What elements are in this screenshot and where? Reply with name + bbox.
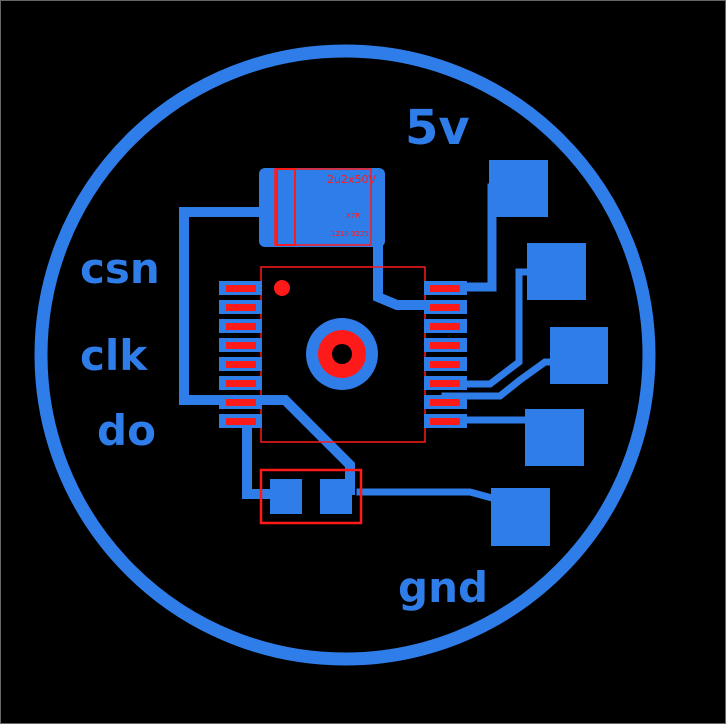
capacitor-body: [259, 168, 385, 247]
ic-chip: [219, 266, 467, 443]
ic-left-pins: [219, 281, 262, 428]
pin-left-8-pad: [226, 418, 256, 425]
label-do: do: [97, 406, 156, 455]
capacitor-value-text: 2u2x50V: [327, 173, 376, 186]
pad-csn: [527, 243, 586, 300]
resistor: [259, 468, 363, 525]
capacitor-dielectric-text: X7R: [346, 212, 360, 220]
label-gnd: gnd: [398, 563, 488, 612]
capacitor: 2u2x50V X7R 1210 0225: [259, 168, 385, 247]
capacitor-package-text: 1210 0225: [331, 230, 369, 238]
pin-left-2-pad: [226, 304, 256, 311]
label-csn: csn: [80, 244, 160, 293]
pin-right-4-pad: [430, 342, 460, 349]
pin-right-2-pad: [430, 304, 460, 311]
pad-do: [525, 409, 584, 466]
outer-ring-trace: [34, 44, 656, 666]
header-pads: [489, 160, 608, 546]
trace-cap-to-right: [373, 239, 450, 310]
ic-outline: [260, 266, 426, 443]
pin-left-6-pad: [226, 380, 256, 387]
resistor-outline: [259, 468, 363, 525]
label-5v: 5v: [405, 100, 470, 156]
pin-left-5-pad: [226, 361, 256, 368]
pin-right-1-pad: [430, 285, 460, 292]
pad-clk: [550, 327, 608, 384]
pin-right-5-pad: [430, 361, 460, 368]
pad-5v: [489, 160, 548, 217]
pin1-marker: [274, 280, 290, 296]
pin-right-7-pad: [430, 399, 460, 406]
label-clk: clk: [80, 331, 148, 380]
capacitor-outline: [274, 168, 372, 246]
ic-right-pins: [424, 281, 467, 428]
pin-left-1-pad: [226, 285, 256, 292]
pin-right-8-pad: [430, 418, 460, 425]
pad-gnd: [491, 488, 550, 546]
thermal-via: [332, 344, 352, 364]
pin-left-7-pad: [226, 399, 256, 406]
pin-right-3-pad: [430, 323, 460, 330]
trace-left-to-resistor: [242, 415, 277, 499]
pin-right-6-pad: [430, 380, 460, 387]
trace-diagonal: [240, 395, 355, 495]
pin-left-4-pad: [226, 342, 256, 349]
resistor-pad-left: [270, 479, 302, 514]
resistor-pad-right: [320, 479, 352, 514]
trace-cap-to-left: [179, 207, 273, 405]
pin-left-3-pad: [226, 323, 256, 330]
